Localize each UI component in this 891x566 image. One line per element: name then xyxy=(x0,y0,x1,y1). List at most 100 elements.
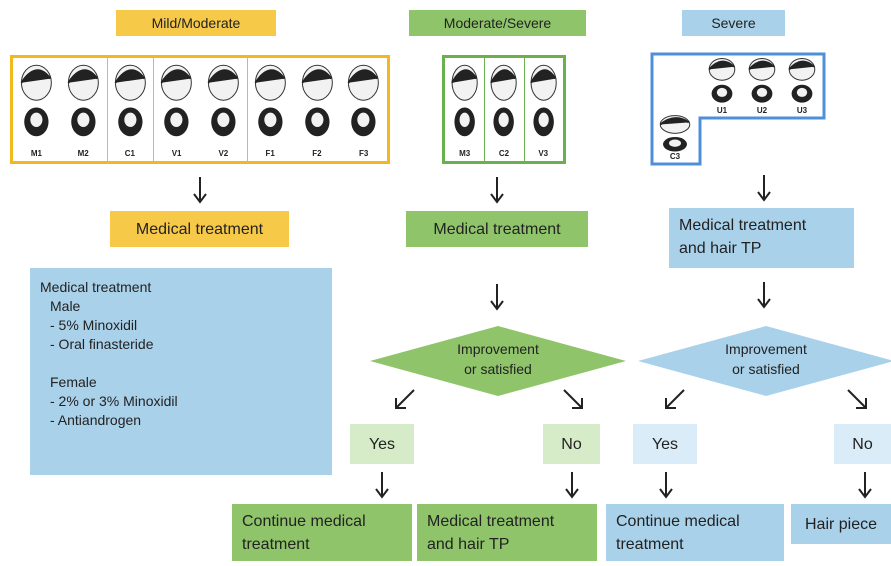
arrow-down-icon xyxy=(490,177,504,204)
arrow-down-left-icon xyxy=(665,389,685,409)
moderate-decision-label: Improvement or satisfied xyxy=(408,339,588,379)
moderate-treatment-hair-tp-box: Medical treatment and hair TP xyxy=(417,504,597,561)
pattern-caption: U1 xyxy=(716,106,728,115)
head-illustration-icon xyxy=(490,64,518,137)
moderate-decision-line-1: Improvement xyxy=(457,341,539,357)
severe-medical-treatment-box: Medical treatment and hair TP xyxy=(669,208,854,268)
severe-pattern-panel xyxy=(650,52,826,166)
arrow-down-icon xyxy=(858,472,872,499)
arrow-down-icon xyxy=(757,282,771,309)
pattern-caption: U2 xyxy=(756,106,768,115)
moderate-pattern-cells: M3 C2 V3 xyxy=(445,58,563,161)
arrow-down-icon xyxy=(659,472,673,499)
severe-decision-diamond xyxy=(638,326,891,396)
pattern-cell-m1: M1 xyxy=(13,58,60,161)
info-female-heading: Female xyxy=(50,374,97,390)
pattern-cell-u3: U3 xyxy=(782,54,822,118)
severe-continue-line-1: Continue medical xyxy=(616,513,740,530)
moderate-yes-label: Yes xyxy=(368,435,396,453)
severe-continue-treatment-box: Continue medical treatment xyxy=(606,504,784,561)
severe-decision-label: Improvement or satisfied xyxy=(676,339,856,379)
pattern-caption: M2 xyxy=(77,149,89,158)
arrow-down-left-icon xyxy=(395,389,415,409)
head-illustration-icon xyxy=(451,64,478,137)
pattern-caption: V2 xyxy=(218,149,229,158)
pattern-caption: V1 xyxy=(171,149,182,158)
severe-no-label: No xyxy=(852,435,873,453)
head-illustration-icon xyxy=(114,64,146,137)
info-male-item-1: - 5% Minoxidil xyxy=(50,317,138,333)
pattern-cell-c3: C3 xyxy=(652,112,698,164)
info-female-item-1: - 2% or 3% Minoxidil xyxy=(50,393,178,409)
head-illustration-icon xyxy=(748,57,776,103)
head-illustration-icon xyxy=(67,64,99,137)
pattern-caption: C1 xyxy=(124,149,135,158)
arrow-down-icon xyxy=(375,472,389,499)
panel-divider xyxy=(153,58,155,161)
pattern-caption: C2 xyxy=(498,149,510,158)
arrow-down-icon xyxy=(565,472,579,499)
info-male-heading: Male xyxy=(50,298,81,314)
mild-pattern-panel: M1 M2 C1 V1 V2 F1 F2 F3 xyxy=(10,55,390,164)
pattern-caption: U3 xyxy=(796,106,808,115)
panel-divider xyxy=(106,58,108,161)
moderate-continue-treatment-box: Continue medical treatment xyxy=(232,504,412,561)
moderate-no-box: No xyxy=(543,424,600,464)
mild-medical-treatment-label: Medical treatment xyxy=(135,220,264,238)
moderate-pattern-panel: M3 C2 V3 xyxy=(442,55,566,164)
moderate-continue-line-1: Continue medical xyxy=(242,513,366,530)
head-illustration-icon xyxy=(659,115,691,152)
pattern-cell-m2: M2 xyxy=(60,58,107,161)
arrow-down-icon xyxy=(757,175,771,202)
severe-yes-box: Yes xyxy=(633,424,697,464)
panel-divider xyxy=(246,58,248,161)
mild-pattern-cells: M1 M2 C1 V1 V2 F1 F2 F3 xyxy=(13,58,387,161)
pattern-caption: V3 xyxy=(538,149,549,158)
moderate-medical-treatment-box: Medical treatment xyxy=(406,211,588,247)
pattern-caption: M3 xyxy=(459,149,471,158)
severe-hair-piece-box: Hair piece xyxy=(791,504,891,544)
info-male-item-2: - Oral finasteride xyxy=(50,336,154,352)
arrow-down-icon xyxy=(490,284,504,311)
mild-medical-treatment-box: Medical treatment xyxy=(110,211,289,247)
pattern-cell-v3: V3 xyxy=(524,58,563,161)
pattern-caption: C3 xyxy=(669,152,681,161)
pattern-caption: F3 xyxy=(358,149,369,158)
head-illustration-icon xyxy=(160,64,193,137)
moderate-hair-tp-line-1: Medical treatment xyxy=(427,513,555,530)
head-illustration-icon xyxy=(788,57,816,103)
header-mild-moderate: Mild/Moderate xyxy=(116,10,276,36)
head-illustration-icon xyxy=(207,64,239,137)
pattern-cell-u1: U1 xyxy=(702,54,742,118)
pattern-cell-v1: V1 xyxy=(153,58,200,161)
header-severe: Severe xyxy=(682,10,785,36)
arrow-down-right-icon xyxy=(847,389,867,409)
moderate-decision-diamond xyxy=(370,326,626,396)
pattern-caption: F1 xyxy=(265,149,275,158)
pattern-cell-c1: C1 xyxy=(107,58,154,161)
arrow-down-icon xyxy=(193,177,207,204)
info-title: Medical treatment xyxy=(40,279,152,295)
moderate-medical-treatment-label: Medical treatment xyxy=(433,220,561,238)
severe-decision-line-1: Improvement xyxy=(725,341,807,357)
pattern-cell-v2: V2 xyxy=(200,58,247,161)
head-illustration-icon xyxy=(708,57,736,103)
severe-hair-piece-label: Hair piece xyxy=(804,515,878,533)
moderate-decision-line-2: or satisfied xyxy=(464,361,532,377)
pattern-cell-f2: F2 xyxy=(294,58,341,161)
moderate-continue-line-2: treatment xyxy=(242,536,310,553)
pattern-cell-m3: M3 xyxy=(445,58,484,161)
severe-treatment-line-2: and hair TP xyxy=(679,240,762,257)
head-illustration-icon xyxy=(301,64,333,137)
head-illustration-icon xyxy=(347,64,380,137)
head-illustration-icon xyxy=(529,64,557,137)
medical-treatment-info-box: Medical treatment Male - 5% Minoxidil - … xyxy=(30,268,332,475)
head-illustration-icon xyxy=(20,64,52,137)
pattern-cell-c2: C2 xyxy=(484,58,523,161)
pattern-cell-f3: F3 xyxy=(340,58,387,161)
moderate-no-label: No xyxy=(561,435,582,453)
header-moderate-severe: Moderate/Severe xyxy=(409,10,586,36)
pattern-caption: M1 xyxy=(30,149,42,158)
arrow-down-right-icon xyxy=(563,389,583,409)
moderate-hair-tp-line-2: and hair TP xyxy=(427,536,510,553)
